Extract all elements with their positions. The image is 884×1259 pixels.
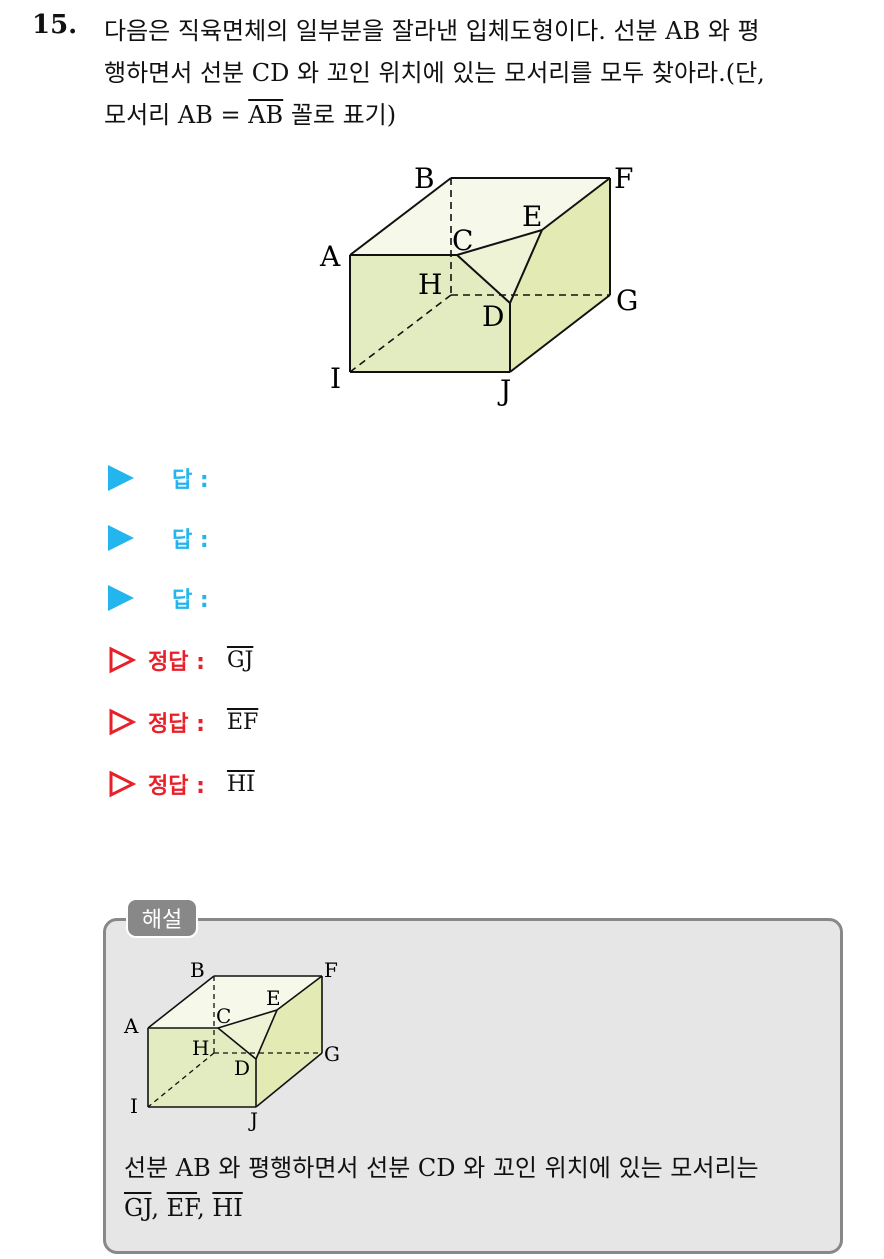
question-number: 15. bbox=[32, 10, 78, 40]
answer-row: 답 : bbox=[108, 518, 209, 558]
answer-label: 답 : bbox=[172, 528, 209, 553]
answer-row: 답 : bbox=[108, 578, 209, 618]
play-triangle-icon bbox=[108, 465, 134, 491]
label-h: H bbox=[418, 268, 442, 301]
edge-gj: GJ bbox=[124, 1194, 152, 1222]
solution-label: 정답 : bbox=[148, 712, 205, 737]
answer-label: 답 : bbox=[172, 588, 209, 613]
separator: , bbox=[197, 1194, 213, 1222]
label-i: I bbox=[330, 362, 341, 395]
label-g: G bbox=[616, 284, 638, 317]
solution-label: 정답 : bbox=[148, 650, 205, 675]
question-line-3-post: 꼴로 표기) bbox=[283, 101, 397, 129]
label-c: C bbox=[216, 1004, 231, 1028]
question-line-3: 모서리 AB = AB 꼴로 표기) bbox=[104, 94, 864, 136]
outline-triangle-icon bbox=[109, 646, 136, 674]
solid-edges bbox=[147, 975, 323, 1108]
label-i: I bbox=[130, 1094, 138, 1118]
explanation-sentence: 선분 AB 와 평행하면서 선분 CD 와 꼬인 위치에 있는 모서리는 bbox=[124, 1154, 759, 1182]
front-face bbox=[148, 1028, 256, 1107]
explanation-edges: GJ, EF, HI bbox=[124, 1188, 824, 1228]
right-face bbox=[256, 976, 322, 1107]
label-e: E bbox=[522, 200, 542, 233]
label-c: C bbox=[452, 224, 473, 257]
explanation-figure: B F E C A H G D I J bbox=[123, 958, 340, 1132]
separator: , bbox=[151, 1194, 167, 1222]
question-line-2: 행하면서 선분 CD 와 꼬인 위치에 있는 모서리를 모두 찾아라.(단, bbox=[104, 59, 765, 87]
label-f: F bbox=[614, 162, 633, 195]
solid-figure: B F E C A H G D I J bbox=[319, 162, 638, 407]
outline-triangle-icon bbox=[109, 770, 136, 798]
play-triangle-icon bbox=[108, 585, 134, 611]
label-b: B bbox=[414, 162, 435, 195]
label-f: F bbox=[324, 958, 338, 982]
label-e: E bbox=[266, 986, 281, 1010]
label-d: D bbox=[482, 300, 504, 333]
top-face bbox=[148, 976, 322, 1028]
right-face bbox=[510, 178, 610, 372]
cut-face bbox=[218, 1010, 277, 1059]
cut-face bbox=[457, 230, 542, 303]
solution-label: 정답 : bbox=[148, 774, 205, 799]
label-h: H bbox=[192, 1036, 209, 1060]
question-line-3-pre: 모서리 AB = bbox=[104, 101, 249, 129]
answer-row: 답 : bbox=[108, 458, 209, 498]
play-triangle-icon bbox=[108, 525, 134, 551]
solution-row: 정답 : GJ bbox=[108, 640, 253, 680]
hidden-edges bbox=[349, 178, 610, 373]
label-a: A bbox=[319, 240, 341, 273]
outline-triangle-icon bbox=[109, 708, 136, 736]
label-j: J bbox=[248, 1108, 258, 1132]
label-j: J bbox=[497, 374, 511, 407]
label-g: G bbox=[324, 1042, 340, 1066]
label-d: D bbox=[234, 1056, 250, 1080]
top-face bbox=[350, 178, 610, 255]
question-line-1: 다음은 직육면체의 일부분을 잘라낸 입체도형이다. 선분 AB 와 평 bbox=[104, 17, 760, 45]
solution-row: 정답 : HI bbox=[108, 764, 255, 804]
explanation-tag: 해설 bbox=[126, 898, 198, 938]
answer-label: 답 : bbox=[172, 468, 209, 493]
solution-row: 정답 : EF bbox=[108, 702, 258, 742]
front-face bbox=[350, 255, 510, 372]
label-b: B bbox=[190, 958, 205, 982]
segment-ab-notation: AB bbox=[248, 101, 284, 129]
explanation-text: 선분 AB 와 평행하면서 선분 CD 와 꼬인 위치에 있는 모서리는 GJ,… bbox=[124, 1148, 824, 1228]
edge-hi: HI bbox=[212, 1194, 243, 1222]
question-text: 다음은 직육면체의 일부분을 잘라낸 입체도형이다. 선분 AB 와 평 행하면… bbox=[104, 10, 864, 136]
solution-value: EF bbox=[226, 709, 259, 735]
solution-value: HI bbox=[226, 771, 255, 797]
label-a: A bbox=[123, 1014, 139, 1038]
hidden-edges bbox=[147, 976, 322, 1108]
solution-value: GJ bbox=[226, 647, 254, 673]
edge-ef: EF bbox=[166, 1194, 198, 1222]
